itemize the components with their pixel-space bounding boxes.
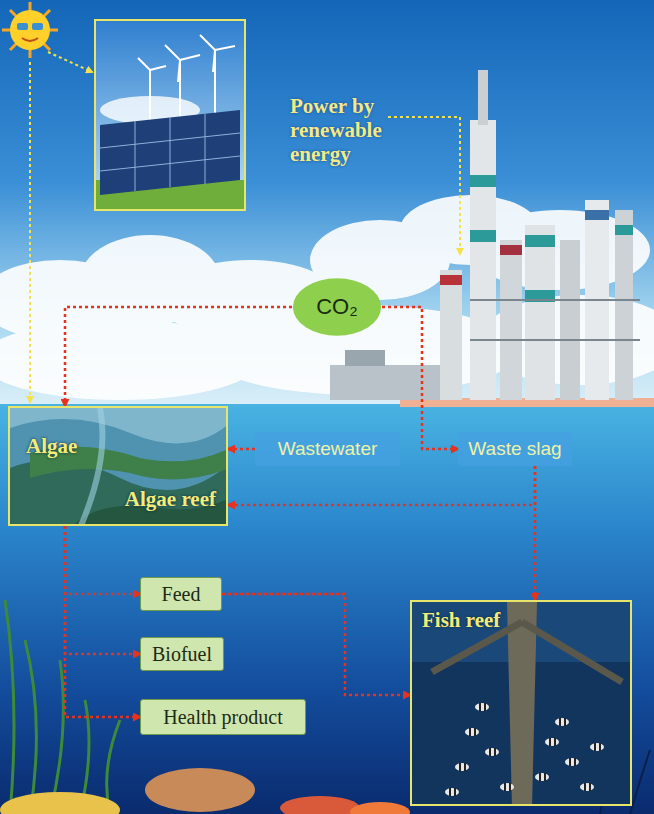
node-text: Feed [162,583,201,606]
co2-ellipse: CO₂ [292,277,382,337]
energy-label: Power by renewable energy [290,94,390,166]
coral [0,768,410,814]
sun-icon [2,2,58,58]
fish-photo [412,602,632,806]
flow-arrow [65,526,140,717]
node-text: CO₂ [316,294,358,320]
node-text: Wastewater [278,438,378,460]
seaweed [5,600,120,814]
product-box: Biofuel [140,637,224,671]
flow-arrow [222,594,410,695]
source-box: Wastewater [255,432,400,466]
node-text: Algae reef [125,487,216,512]
algae-panel: AlgaeAlgae reef [8,406,228,526]
node-text: Health product [163,706,282,729]
flow-arrow [65,526,140,594]
node-text: Fish reef [422,608,500,633]
node-text: Waste slag [468,438,561,460]
node-text: Algae [26,434,77,459]
flow-arrow [228,466,535,505]
source-box: Waste slag [458,432,572,466]
node-text: Biofuel [152,643,212,666]
flow-arrow [65,307,292,406]
flow-arrow [65,526,140,654]
clouds [0,195,654,400]
sea [0,404,654,814]
solar-wind-photo [95,20,245,210]
product-box: Health product [140,699,306,735]
flow-arrow [382,307,458,449]
flow-arrow [228,448,255,451]
fish-reef-panel: Fish reef [410,600,632,806]
flow-arrow [534,466,537,600]
product-box: Feed [140,577,222,611]
